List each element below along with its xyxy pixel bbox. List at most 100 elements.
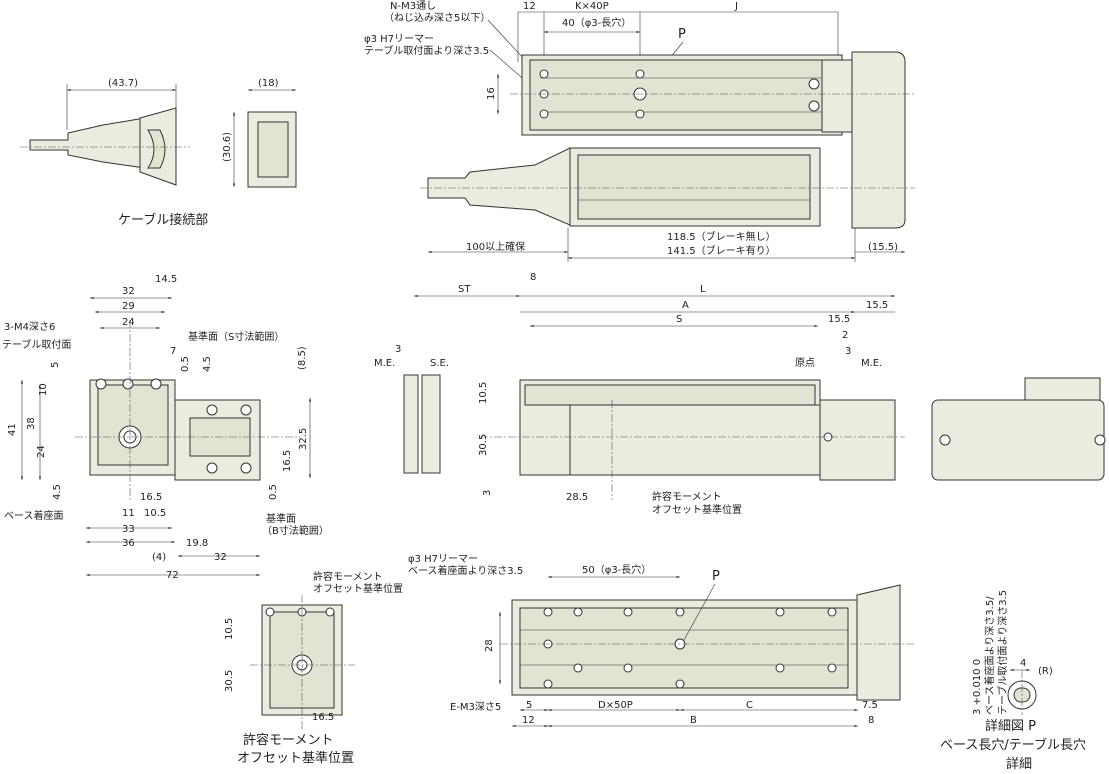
- end-4-dim: (4): [152, 552, 166, 563]
- st-dim: ST: [458, 284, 471, 295]
- ref-face-s-label: 基準面（S寸法範囲）: [188, 330, 284, 343]
- c-dim: C: [746, 700, 753, 711]
- l-dim: L: [700, 284, 706, 295]
- end-8-5-dim: (8.5): [297, 346, 308, 370]
- end-19-8-dim: 19.8: [186, 538, 208, 549]
- detail-caption-2: ベース長穴/テーブル長穴: [940, 737, 1086, 753]
- end-36-dim: 36: [122, 538, 135, 549]
- end-32-5-dim: 32.5: [298, 428, 309, 450]
- moment-10-5-dim: 10.5: [224, 618, 235, 640]
- ref-face-b-label: 基準面: [266, 512, 296, 525]
- side-3c-dim: 3: [482, 490, 493, 496]
- bottom-12-dim: 12: [522, 715, 535, 726]
- moment-caption-2: オフセット基準位置: [237, 750, 354, 766]
- end-4-5a-dim: 4.5: [202, 356, 213, 372]
- end-32b-dim: 32: [214, 552, 227, 563]
- slot-40-dim: 40（φ3-長穴）: [562, 16, 631, 29]
- phi3-sub-label: テーブル取付面より深さ3.5: [364, 44, 489, 57]
- me2-label: M.E.: [861, 358, 882, 369]
- detail-p-view: 4 (R) 3 +0.010 0 ベース着座面より深さ3.5/ テーブル取付面よ…: [940, 590, 1086, 772]
- cable-connection-view: (43.7) (18) (30.6) ケーブル接続部: [20, 78, 297, 228]
- bottom-detail-p-marker: P: [712, 569, 720, 584]
- end-16-5v-dim: 16.5: [282, 450, 293, 472]
- side-15-5-dim: 15.5: [866, 300, 888, 311]
- bottom-8-dim: 8: [868, 715, 874, 726]
- end-4-5b-dim: 4.5: [52, 484, 63, 500]
- bottom-phi3-sub-label: ベース着座面より深さ3.5: [408, 564, 523, 577]
- moment-caption-1: 許容モーメント: [243, 732, 333, 748]
- end-16-5h-dim: 16.5: [140, 492, 162, 503]
- end-0-5a-dim: 0.5: [180, 356, 191, 372]
- detail-caption-1: 詳細図 P: [985, 718, 1036, 734]
- se-label: S.E.: [430, 358, 449, 369]
- pitch-offset-dim: 12: [523, 1, 536, 12]
- moment-top-label: 許容モーメント: [313, 570, 383, 583]
- nm3-label: N-M3通し: [390, 0, 436, 12]
- end-29-dim: 29: [122, 301, 135, 312]
- detail-p-marker: P: [678, 27, 686, 42]
- detail-tol-label: 3 +0.010 0: [972, 659, 983, 715]
- end-view: 32 14.5 29 24 3-M4深さ6 テーブル取付面 基準面（S寸法範囲）…: [2, 274, 329, 581]
- moment-16-5-dim: 16.5: [312, 712, 334, 723]
- end-14-5-dim: 14.5: [155, 274, 177, 285]
- origin-label: 原点: [795, 357, 815, 369]
- end-box-view: [931, 377, 1106, 481]
- table-face-label: テーブル取付面: [2, 338, 71, 351]
- m4-holes-label: 3-M4深さ6: [4, 321, 55, 333]
- end-10-5-dim: 10.5: [144, 508, 166, 519]
- side-3-dim: 3: [395, 344, 401, 355]
- bottom-5-dim: 5: [526, 700, 532, 711]
- cable-end-width-dim: (18): [258, 78, 279, 89]
- end-41-dim: 41: [7, 423, 18, 436]
- side-10-5-dim: 10.5: [478, 382, 489, 404]
- bottom-view: φ3 H7リーマー ベース着座面より深さ3.5 50（φ3-長穴） P 28 E…: [408, 554, 915, 728]
- cable-clearance-dim: 100以上確保: [466, 240, 525, 253]
- cable-width-dim: (43.7): [108, 78, 138, 89]
- cable-end-height-dim: (30.6): [222, 132, 233, 162]
- bottom-28-dim: 28: [484, 639, 495, 652]
- moment-label: 許容モーメント: [652, 490, 722, 503]
- end-cap-dim: (15.5): [868, 242, 898, 253]
- phi3-label: φ3 H7リーマー: [364, 34, 434, 45]
- end-72-dim: 72: [166, 570, 179, 581]
- end-24-dim: 24: [122, 317, 135, 328]
- nm3-sub-label: （ねじ込み深さ5以下）: [384, 12, 490, 24]
- side-30-5-dim: 30.5: [478, 434, 489, 456]
- s-dim: S: [676, 314, 682, 325]
- end-11-dim: 11: [122, 508, 135, 519]
- side-2-dim: 2: [842, 330, 848, 341]
- end-7-dim: 7: [170, 346, 176, 357]
- bottom-phi3-label: φ3 H7リーマー: [408, 554, 478, 565]
- moment-30-5-dim: 30.5: [224, 670, 235, 692]
- end-33-dim: 33: [122, 524, 135, 535]
- end-width-32-dim: 32: [122, 286, 135, 297]
- side-8-dim: 8: [530, 272, 536, 283]
- len-no-brake-dim: 118.5（ブレーキ無し）: [667, 230, 776, 243]
- side-view: ST 8 L A 15.5 S 15.5 2 3 M.E. S.E. 3 原点 …: [374, 272, 905, 516]
- em3-label: E-M3深さ5: [450, 701, 501, 713]
- end-5-dim: 5: [50, 362, 61, 368]
- side-28-5-dim: 28.5: [566, 492, 588, 503]
- a-dim: A: [682, 300, 689, 311]
- moment-top-sub-label: オフセット基準位置: [313, 582, 403, 595]
- detail-caption-3: 詳細: [1006, 756, 1032, 772]
- end-0-5b-dim: 0.5: [268, 484, 279, 500]
- side-3b-dim: 3: [845, 346, 851, 357]
- moment-sub-label: オフセット基準位置: [652, 503, 742, 516]
- k-pitch-dim: K×40P: [575, 1, 609, 12]
- ref-face-b-sub-label: （B寸法範囲）: [262, 524, 329, 537]
- detail-depth-base-label: ベース着座面より深さ3.5/: [983, 596, 996, 715]
- bottom-slot-50-dim: 50（φ3-長穴）: [582, 563, 651, 576]
- detail-r-dim: (R): [1038, 666, 1053, 677]
- pitch-16-dim: 16: [486, 87, 497, 100]
- cable-connection-caption: ケーブル接続部: [118, 212, 208, 228]
- end-24v-dim: 24: [36, 445, 47, 458]
- side-15-5b-dim: 15.5: [828, 314, 850, 325]
- end-38-dim: 38: [26, 417, 37, 430]
- moment-offset-view: 許容モーメント オフセット基準位置 10.5 30.5 16.5 許容モーメント…: [224, 570, 403, 766]
- j-dim: J: [734, 1, 738, 12]
- base-face-label: ベース着座面: [4, 509, 64, 522]
- d-pitch-dim: D×50P: [598, 700, 633, 711]
- end-10-dim: 10: [38, 383, 49, 396]
